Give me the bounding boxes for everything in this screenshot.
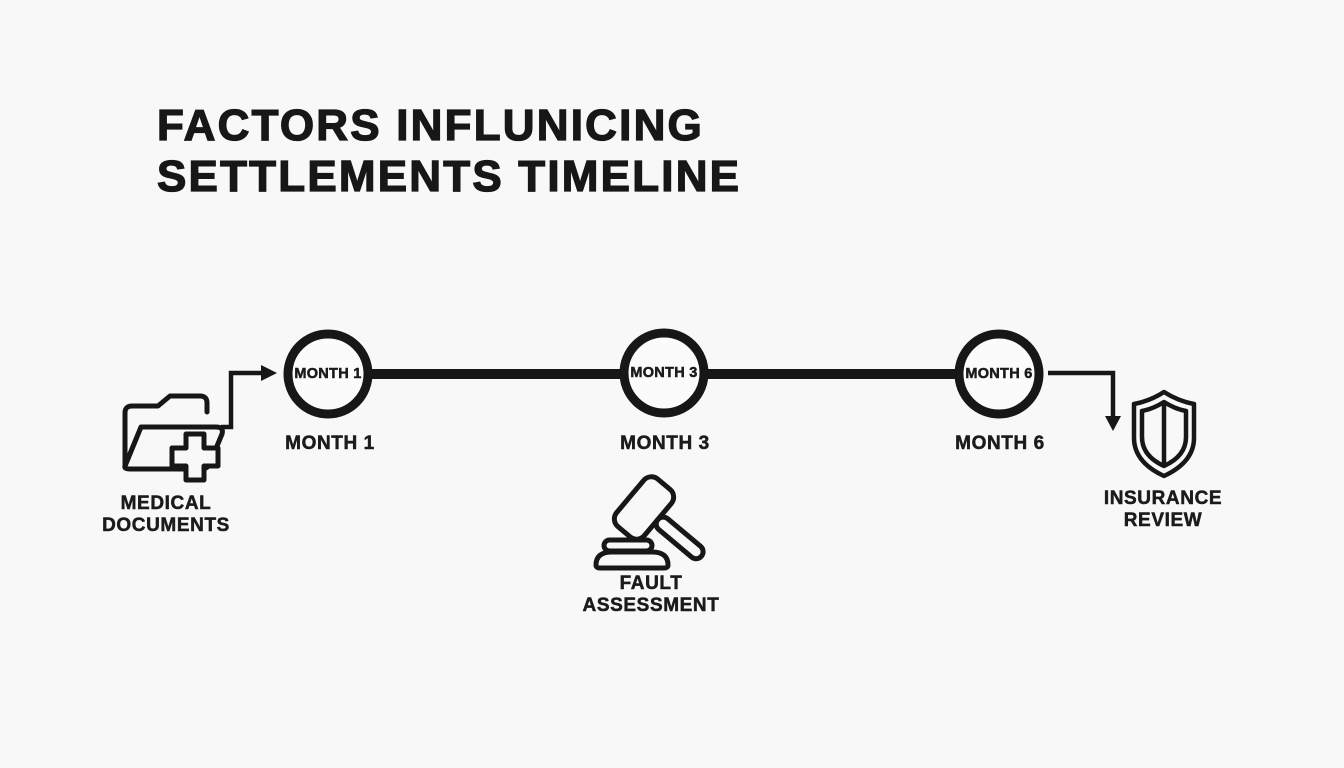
medical-folder-icon xyxy=(122,393,225,483)
fault-assessment-label-line-1: FAULT xyxy=(619,573,683,595)
shield-icon xyxy=(1131,389,1197,479)
arrow-month-6-to-insurance xyxy=(1048,370,1121,431)
gavel-icon xyxy=(593,474,706,571)
arrow-right-head xyxy=(261,365,277,381)
fault-assessment-label-line-2: ASSESSMENT xyxy=(582,595,720,617)
title-line-1: FACTORS INFLUNICING xyxy=(156,100,704,150)
insurance-review-label-line-2: REVIEW xyxy=(1123,510,1203,532)
medical-documents-label-line-1: MEDICAL xyxy=(120,493,212,515)
timeline-node-month-3 xyxy=(619,328,709,418)
timeline-node-month-6 xyxy=(954,329,1044,419)
insurance-review-label: INSURANCE REVIEW xyxy=(1053,488,1273,532)
timeline-node-below-label-month-1: MONTH 1 xyxy=(285,433,375,455)
medical-documents-label-line-2: DOCUMENTS xyxy=(102,515,230,537)
page-title: FACTORS INFLUNICING SETTLEMENTS TIMELINE xyxy=(156,100,742,202)
timeline-node-month-1 xyxy=(283,329,373,419)
medical-documents-label: MEDICAL DOCUMENTS xyxy=(56,493,276,537)
timeline-node-inner-label-month-1: MONTH 1 xyxy=(294,366,362,383)
timeline-node-inner-label-month-6: MONTH 6 xyxy=(965,366,1033,383)
timeline-node-below-label-month-3: MONTH 3 xyxy=(620,433,710,455)
title-line-2: SETTLEMENTS TIMELINE xyxy=(156,151,742,201)
insurance-review-label-line-1: INSURANCE xyxy=(1103,488,1223,510)
arrow-down-head xyxy=(1105,416,1121,431)
timeline-node-below-label-month-6: MONTH 6 xyxy=(955,433,1045,455)
timeline-node-inner-label-month-3: MONTH 3 xyxy=(630,365,698,382)
fault-assessment-label: FAULT ASSESSMENT xyxy=(541,573,761,617)
arrow-medical-to-month-1 xyxy=(221,365,277,430)
